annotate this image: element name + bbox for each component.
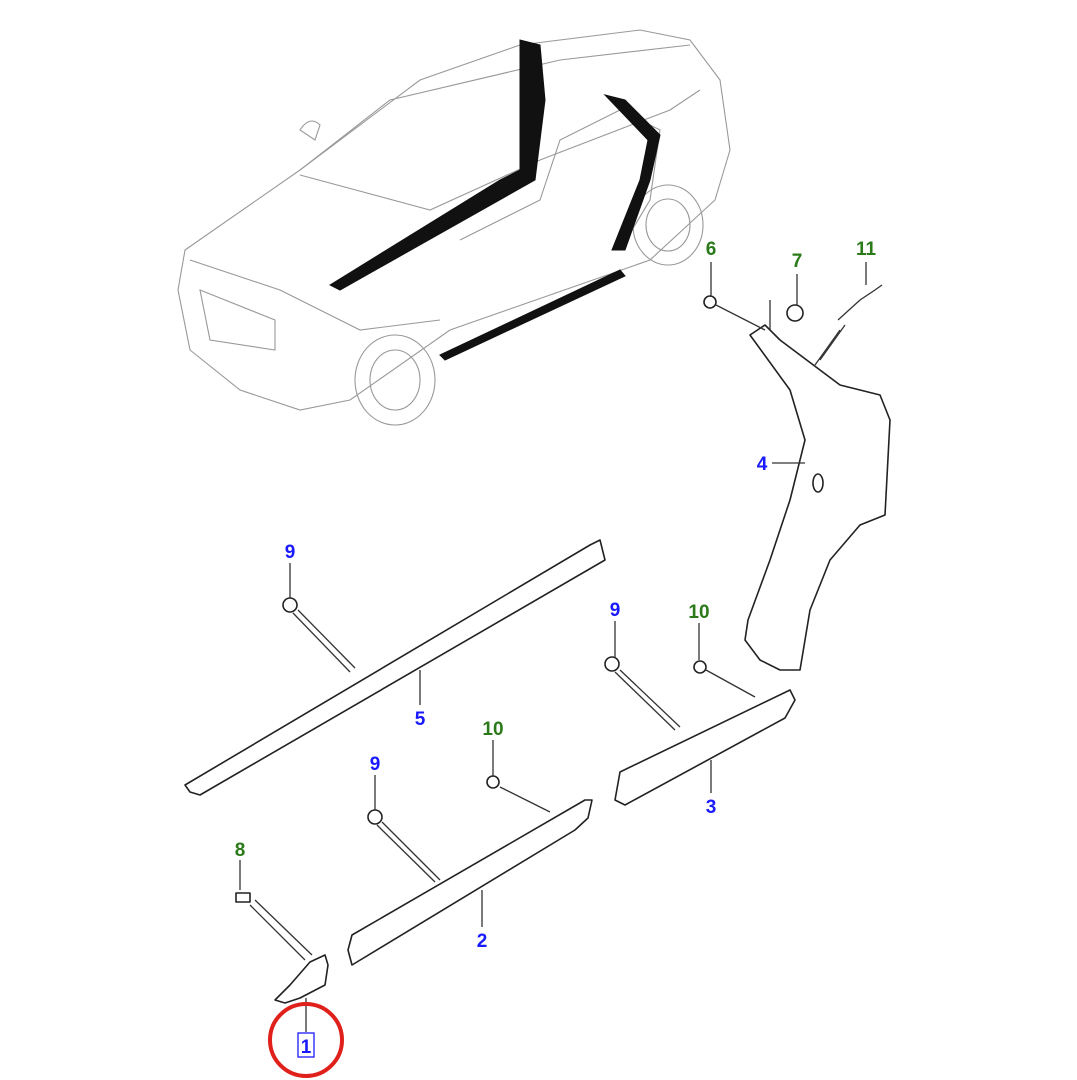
- screw-10-icon: [693, 660, 707, 674]
- vehicle-illustration: [177, 29, 731, 426]
- clips: [235, 284, 883, 903]
- callout-labels: 1 2 3 4 5 6 7 8 9 9 9 10 10 11: [235, 239, 877, 1058]
- clip-8-icon: [235, 892, 251, 903]
- part-1-front-end-cap[interactable]: [274, 954, 329, 1004]
- part-4-slot: [812, 473, 824, 493]
- label-part-7[interactable]: 7: [792, 251, 803, 272]
- label-part-9[interactable]: 9: [285, 542, 296, 563]
- clip-7-icon: [786, 304, 804, 322]
- label-part-1[interactable]: 1: [301, 1037, 312, 1058]
- label-part-3[interactable]: 3: [706, 797, 717, 818]
- part-4-wheel-arch-trim[interactable]: [744, 324, 891, 671]
- part-5-sill-moulding[interactable]: [184, 539, 606, 796]
- highlight-circle: [268, 1002, 344, 1078]
- label-part-9[interactable]: 9: [610, 600, 621, 621]
- leader-lines: [239, 262, 867, 1032]
- label-part-9[interactable]: 9: [370, 754, 381, 775]
- clip-11-icon: [837, 284, 883, 321]
- label-part-6[interactable]: 6: [706, 239, 717, 260]
- clip-9-icon: [282, 597, 298, 613]
- label-part-10[interactable]: 10: [688, 602, 709, 623]
- label-part-8[interactable]: 8: [235, 840, 246, 861]
- part-3-rear-trim[interactable]: [614, 689, 796, 806]
- label-part-2[interactable]: 2: [477, 931, 488, 952]
- label-part-4[interactable]: 4: [757, 454, 768, 475]
- clip-9-icon: [367, 809, 383, 825]
- label-part-10[interactable]: 10: [482, 719, 503, 740]
- clip-6-icon: [703, 295, 717, 309]
- clip-9-icon: [604, 656, 620, 672]
- label-part-5[interactable]: 5: [415, 709, 426, 730]
- part-2-door-trim[interactable]: [347, 799, 593, 966]
- screw-10-icon: [486, 775, 500, 789]
- label-part-11[interactable]: 11: [856, 239, 877, 260]
- selected-label-box: [297, 1032, 315, 1058]
